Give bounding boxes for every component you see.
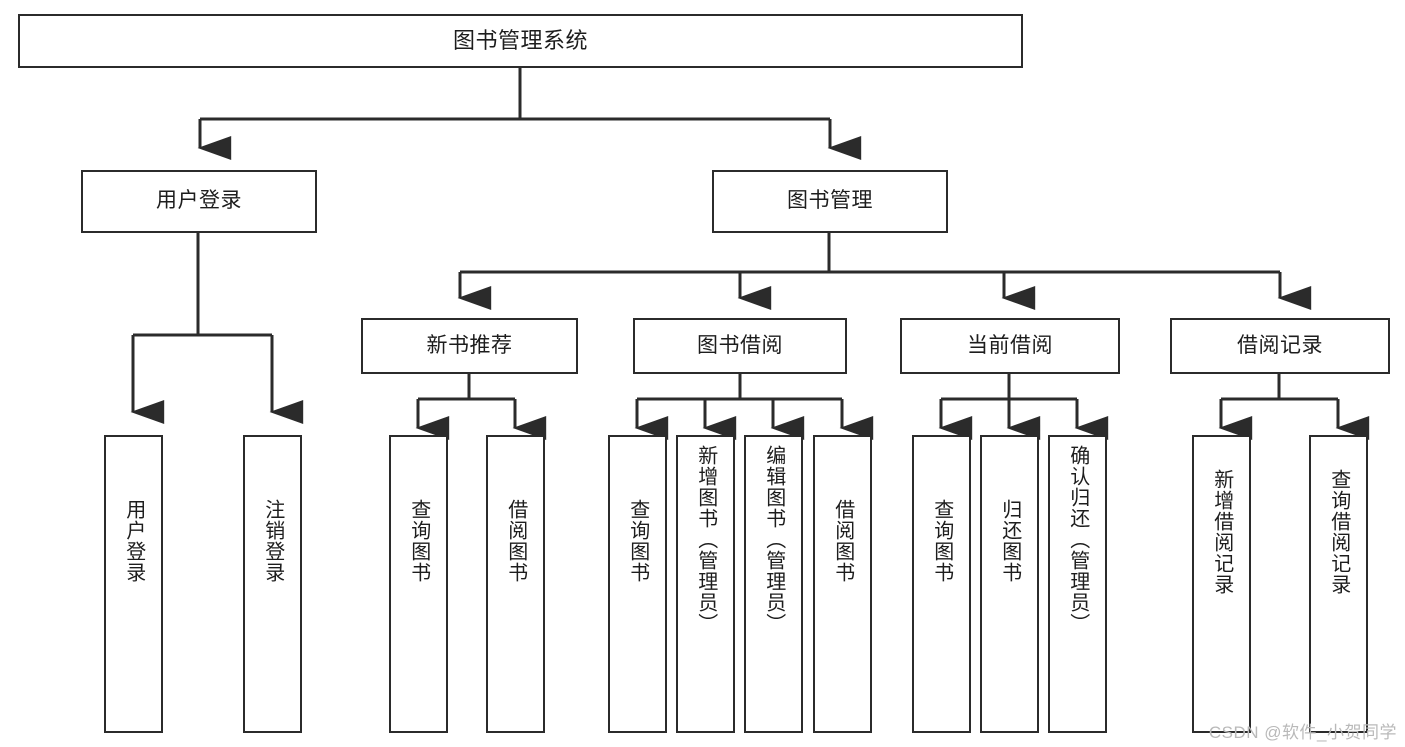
leaf-query-book-recommend-label: 查询图书	[407, 499, 430, 583]
node-user-login[interactable]: 用户登录	[81, 170, 317, 233]
leaf-logout-label: 注销登录	[261, 499, 284, 583]
node-root[interactable]: 图书管理系统	[18, 14, 1023, 68]
leaf-confirm-return[interactable]: 确认归还（管理员）	[1048, 435, 1107, 733]
leaf-borrow-book-recommend[interactable]: 借阅图书	[486, 435, 545, 733]
csdn-watermark: CSDN @软件_小贺同学	[1208, 723, 1397, 742]
node-root-label: 图书管理系统	[452, 28, 588, 54]
leaf-query-borrow-record-label: 查询借阅记录	[1327, 469, 1350, 595]
leaf-logout[interactable]: 注销登录	[243, 435, 302, 733]
leaf-user-login-label: 用户登录	[122, 499, 145, 583]
node-new-book-recommend-label: 新书推荐	[426, 333, 513, 357]
node-borrow-record-label: 借阅记录	[1237, 333, 1323, 357]
leaf-borrow-book-borrow[interactable]: 借阅图书	[813, 435, 872, 733]
leaf-borrow-book-recommend-label: 借阅图书	[504, 499, 527, 583]
leaf-query-book-borrow-label: 查询图书	[626, 499, 649, 583]
leaf-add-book[interactable]: 新增图书（管理员）	[676, 435, 735, 733]
node-current-borrow[interactable]: 当前借阅	[900, 318, 1120, 374]
node-book-manage-label: 图书管理	[787, 189, 873, 213]
leaf-add-borrow-record-label: 新增借阅记录	[1210, 469, 1233, 595]
leaf-query-borrow-record[interactable]: 查询借阅记录	[1309, 435, 1368, 733]
leaf-edit-book[interactable]: 编辑图书（管理员）	[744, 435, 803, 733]
node-book-manage[interactable]: 图书管理	[712, 170, 948, 233]
leaf-borrow-book-borrow-label: 借阅图书	[831, 499, 854, 583]
leaf-return-book-label: 归还图书	[998, 499, 1021, 583]
leaf-query-book-borrow[interactable]: 查询图书	[608, 435, 667, 733]
leaf-add-book-label: 新增图书（管理员）	[694, 445, 717, 634]
leaf-confirm-return-label: 确认归还（管理员）	[1066, 445, 1089, 634]
node-borrow-record[interactable]: 借阅记录	[1170, 318, 1390, 374]
node-new-book-recommend[interactable]: 新书推荐	[361, 318, 578, 374]
node-book-borrow-label: 图书借阅	[697, 333, 783, 357]
leaf-query-book-recommend[interactable]: 查询图书	[389, 435, 448, 733]
leaf-query-book-current-label: 查询图书	[930, 499, 953, 583]
leaf-add-borrow-record[interactable]: 新增借阅记录	[1192, 435, 1251, 733]
leaf-return-book[interactable]: 归还图书	[980, 435, 1039, 733]
node-book-borrow[interactable]: 图书借阅	[633, 318, 847, 374]
leaf-edit-book-label: 编辑图书（管理员）	[762, 445, 785, 634]
leaf-query-book-current[interactable]: 查询图书	[912, 435, 971, 733]
node-current-borrow-label: 当前借阅	[967, 333, 1053, 357]
leaf-user-login[interactable]: 用户登录	[104, 435, 163, 733]
node-user-login-label: 用户登录	[156, 189, 242, 213]
